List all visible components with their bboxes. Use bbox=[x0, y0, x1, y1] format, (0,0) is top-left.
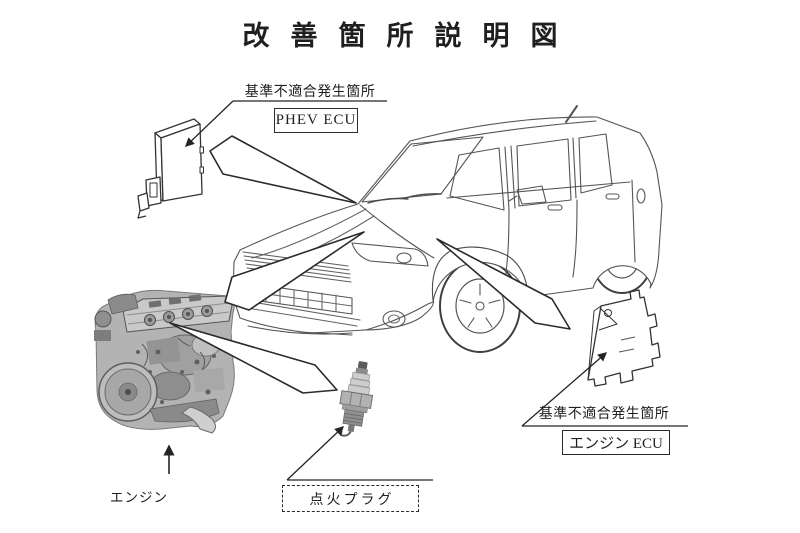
page-title: 改善箇所説明図 bbox=[242, 21, 579, 51]
arrow-engine-to-spark-plug bbox=[169, 322, 338, 394]
callout-arrows bbox=[169, 135, 571, 394]
phev-ecu-label: PHEV ECU bbox=[275, 112, 357, 128]
spark-plug-label-box: 点火プラグ bbox=[282, 485, 419, 512]
engine-ecu-caption: 基準不適合発生箇所 bbox=[538, 407, 670, 422]
engine-ecu-leader-arrow bbox=[521, 352, 608, 427]
phev-leader-arrow bbox=[185, 100, 234, 147]
engine-ecu-illustration bbox=[587, 289, 661, 387]
phev-ecu-label-box: PHEV ECU bbox=[274, 108, 358, 133]
engine-label: エンジン bbox=[110, 490, 168, 505]
spark-plug-leader-arrow bbox=[286, 426, 344, 481]
arrow-car-to-phev-ecu bbox=[209, 135, 357, 204]
leader-lines bbox=[163, 100, 688, 481]
arrow-car-to-engine-ecu bbox=[436, 238, 571, 330]
spark-plug-label: 点火プラグ bbox=[309, 492, 395, 508]
phev-ecu-caption: 基準不適合発生箇所 bbox=[244, 85, 376, 100]
engine-ecu-label: エンジン ECU bbox=[569, 436, 663, 452]
engine-illustration bbox=[94, 289, 235, 434]
engine-ecu-label-box: エンジン ECU bbox=[562, 430, 670, 455]
phev-ecu-illustration bbox=[137, 118, 204, 219]
spark-plug-illustration bbox=[339, 361, 374, 437]
arrow-hood-to-engine bbox=[224, 231, 365, 311]
vehicle-illustration bbox=[232, 105, 663, 353]
